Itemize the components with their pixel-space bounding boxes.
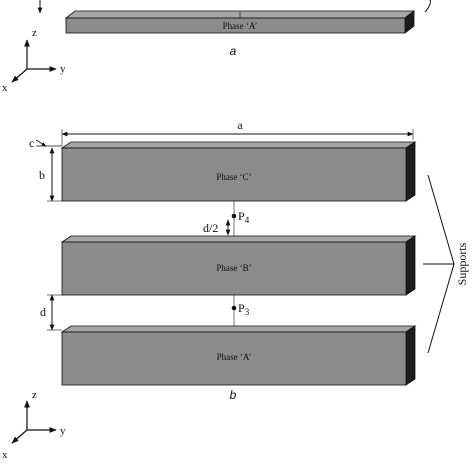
dimension-depth: c	[29, 136, 62, 150]
dimension-height: b	[39, 147, 62, 202]
x-axis-label: x	[2, 82, 8, 94]
depth-label: c	[29, 136, 34, 150]
bar-phase-a-top: Phase ‘A’	[64, 10, 416, 34]
y-axis-label: y	[60, 63, 66, 75]
depth-arrow	[35, 139, 47, 147]
supports-label: Supports	[455, 242, 469, 285]
bar-side-face	[405, 141, 416, 202]
bar-phase-c: Phase ‘C’	[60, 141, 417, 202]
dimension-length: a	[61, 118, 414, 146]
bar-top-face	[60, 235, 417, 243]
bar-phase-b: Phase ‘B’	[60, 235, 417, 296]
point-p3-label: P3	[238, 301, 250, 317]
length-label: a	[237, 118, 243, 132]
bar-label: Phase ‘B’	[216, 263, 251, 273]
bar-label: Phase ‘A’	[217, 352, 252, 362]
point-p3	[231, 305, 237, 311]
bar-top-face	[60, 141, 417, 149]
bar-phase-a: Phase ‘A’	[60, 325, 417, 386]
bar-side-face	[405, 325, 416, 386]
bar-label: Phase ‘A’	[223, 21, 258, 31]
gap-label: d	[40, 305, 46, 319]
height-label: b	[39, 168, 45, 182]
bar-label: Phase ‘C’	[216, 172, 251, 182]
supports-bracket: Supports	[423, 174, 469, 354]
x-axis-label: x	[2, 449, 8, 461]
caption-b: b	[230, 388, 237, 402]
bar-front-face	[65, 17, 406, 34]
point-p3-group: P3	[231, 295, 250, 326]
y-axis-label: y	[60, 425, 66, 437]
figure-a: Phase ‘A’ a	[37, 0, 431, 58]
figure-b: a c Phase ‘C’ b P4 d/2	[29, 118, 469, 402]
cut-supports-bracket	[424, 0, 431, 13]
point-p4-group: P4 d/2	[203, 201, 250, 236]
axes-triad-a: z y x	[2, 27, 66, 94]
bar-front-face	[61, 147, 407, 202]
half-gap-label: d/2	[203, 221, 218, 235]
z-axis-label: z	[32, 389, 37, 401]
x-axis-arrow	[11, 429, 28, 444]
dimension-gap: d	[40, 294, 62, 331]
point-p4-label: P4	[238, 209, 250, 225]
caption-a: a	[230, 44, 237, 58]
bar-side-face	[405, 235, 416, 296]
axes-triad-b: z y x	[2, 389, 66, 461]
bar-front-face	[61, 331, 407, 386]
bar-top-face	[60, 325, 417, 333]
z-axis-label: z	[32, 27, 37, 39]
point-p4	[231, 213, 237, 219]
x-axis-arrow	[11, 68, 28, 83]
bar-front-face	[61, 241, 407, 296]
